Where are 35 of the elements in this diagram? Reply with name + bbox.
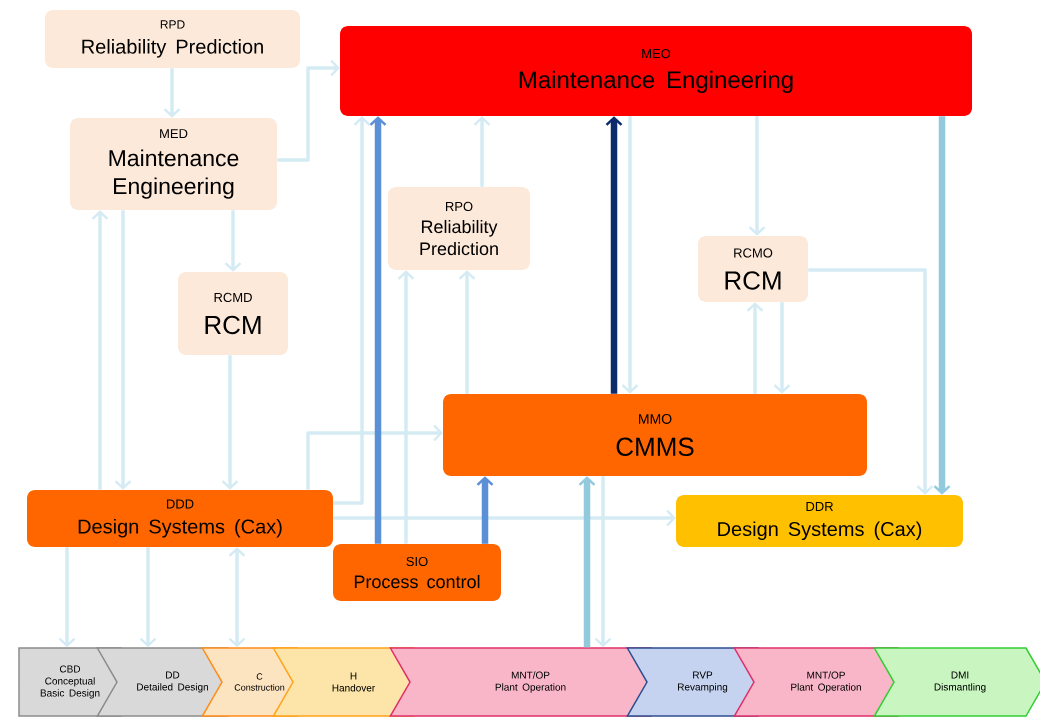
arrow [578,476,596,648]
process-box: SIO Process control [333,544,501,601]
arrow [224,210,242,272]
arrow [808,268,934,495]
arrow [114,210,132,490]
arrow [58,547,76,648]
arrow [397,270,415,544]
process-box: RPO Reliability Prediction [388,187,530,270]
arrow [228,547,246,648]
arrow [746,302,764,394]
process-box: DDD Design Systems (Cax) [27,490,333,547]
arrow [306,424,443,490]
arrow [748,116,766,236]
arrow [277,59,340,162]
process-box: MMO CMMS [443,394,867,476]
arrow [621,116,639,394]
arrow [458,270,476,394]
arrow [221,355,239,490]
arrow [163,68,181,118]
process-box: MEO Maintenance Engineering [340,26,972,116]
process-box: RCMO RCM [698,236,808,302]
process-box: RCMD RCM [178,272,288,355]
arrow [333,509,676,527]
process-box: RPD Reliability Prediction [45,10,300,68]
process-box: DDR Design Systems (Cax) [676,495,963,547]
arrow [594,476,612,648]
arrow [473,116,491,187]
process-box: MED Maintenance Engineering [70,118,277,210]
arrow [91,210,109,490]
arrow [139,547,157,648]
node-label: DD [166,671,180,679]
node-label: CBD [59,665,81,673]
arrow [333,116,371,505]
arrow [773,302,791,394]
process-step: DMI Dismantling [873,647,1040,717]
